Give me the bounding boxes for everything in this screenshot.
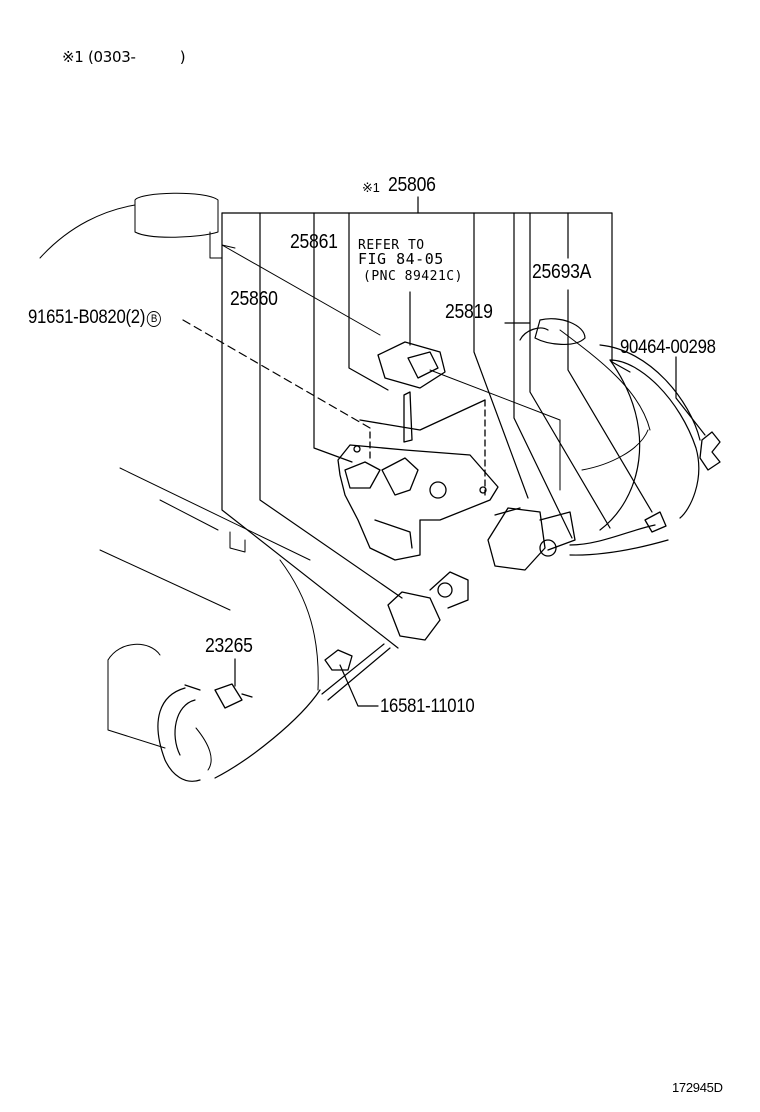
header-note: ※1 (0303- ): [62, 47, 186, 67]
connector-25861: [377, 341, 446, 443]
vsv-25860: [387, 571, 469, 641]
callout-25819[interactable]: 25819: [445, 301, 493, 323]
callout-23265[interactable]: 23265: [205, 635, 253, 657]
refer-line-3: (PNC 89421C): [363, 269, 463, 284]
callout-25693a[interactable]: 25693A: [532, 261, 592, 283]
callout-25806-mark: ※1: [362, 180, 380, 195]
vacuum-hoses: [157, 318, 701, 782]
header-note-mark: ※1: [62, 48, 84, 66]
callout-25860[interactable]: 25860: [230, 288, 278, 310]
refer-line-2[interactable]: FIG 84-05: [358, 250, 444, 268]
leader-lines: [182, 196, 706, 707]
callout-91651-number: 91651-B0820(2): [28, 307, 146, 328]
callout-25806[interactable]: 25806: [388, 174, 436, 196]
refer-line-1: REFER TO: [358, 238, 425, 253]
header-note-range: (0303- ): [87, 48, 186, 66]
callout-16581[interactable]: 16581-11010: [380, 696, 475, 717]
small-parts: [214, 431, 721, 709]
callout-25861[interactable]: 25861: [290, 231, 338, 253]
callout-91651-b-mark: B: [146, 311, 161, 327]
callout-90464[interactable]: 90464-00298: [620, 337, 716, 358]
figure-code: 172945D: [672, 1080, 723, 1095]
callout-91651[interactable]: 91651-B0820(2)B: [28, 308, 161, 328]
vsv-25819: [487, 507, 576, 571]
vsv-bracket: [337, 399, 499, 561]
engine-outline: [39, 192, 651, 771]
